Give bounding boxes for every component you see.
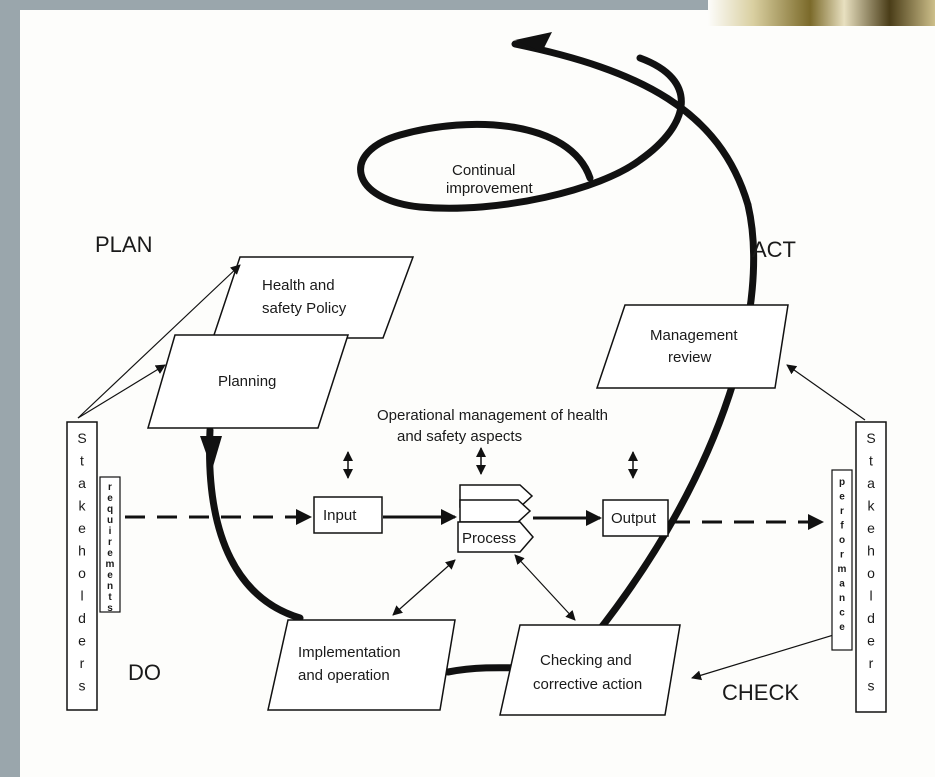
input-box: Input [313, 496, 383, 534]
management-review-line1: Management [650, 327, 738, 344]
implementation-line2: and operation [298, 667, 390, 684]
policy-line2: safety Policy [262, 300, 347, 317]
implementation-box: Implementation and operation [267, 619, 456, 711]
corner-image-fragment [708, 0, 935, 26]
checking-line1: Checking and [540, 652, 632, 669]
policy-line1: Health and [262, 277, 335, 294]
process-implementation-arrow [392, 559, 456, 616]
stakeholders-to-planning-arrow [77, 364, 166, 419]
operational-line1: Operational management of health [377, 407, 608, 424]
stakeholders-to-policy-arrow [77, 264, 241, 419]
management-review-box: Management review [595, 304, 789, 389]
process-label: Process [462, 530, 516, 547]
continual-improvement-line2: improvement [446, 180, 534, 197]
output-box: Output [602, 499, 669, 537]
process-box: Process [457, 484, 534, 553]
cycle-arrow-up-left [200, 436, 222, 470]
phase-plan: PLAN [95, 232, 152, 257]
policy-box: Health and safety Policy [211, 256, 415, 339]
phase-check: CHECK [722, 680, 799, 705]
phase-act: ACT [752, 237, 796, 262]
process-checking-arrow [514, 554, 576, 621]
spiral-arrowhead [515, 32, 552, 52]
performance-to-checking-arrow [691, 629, 851, 681]
phase-do: DO [128, 660, 161, 685]
output-label: Output [611, 510, 657, 527]
planning-label: Planning [218, 373, 276, 390]
management-review-line2: review [668, 349, 712, 366]
input-label: Input [323, 507, 357, 524]
stakeholders-to-review-arrow [786, 364, 866, 421]
checking-box: Checking and corrective action [499, 624, 681, 716]
operational-line2: and safety aspects [397, 428, 522, 445]
checking-line2: corrective action [533, 676, 642, 693]
planning-box: Planning [147, 334, 350, 429]
implementation-line1: Implementation [298, 644, 401, 661]
continual-improvement-line1: Continual [452, 162, 515, 179]
